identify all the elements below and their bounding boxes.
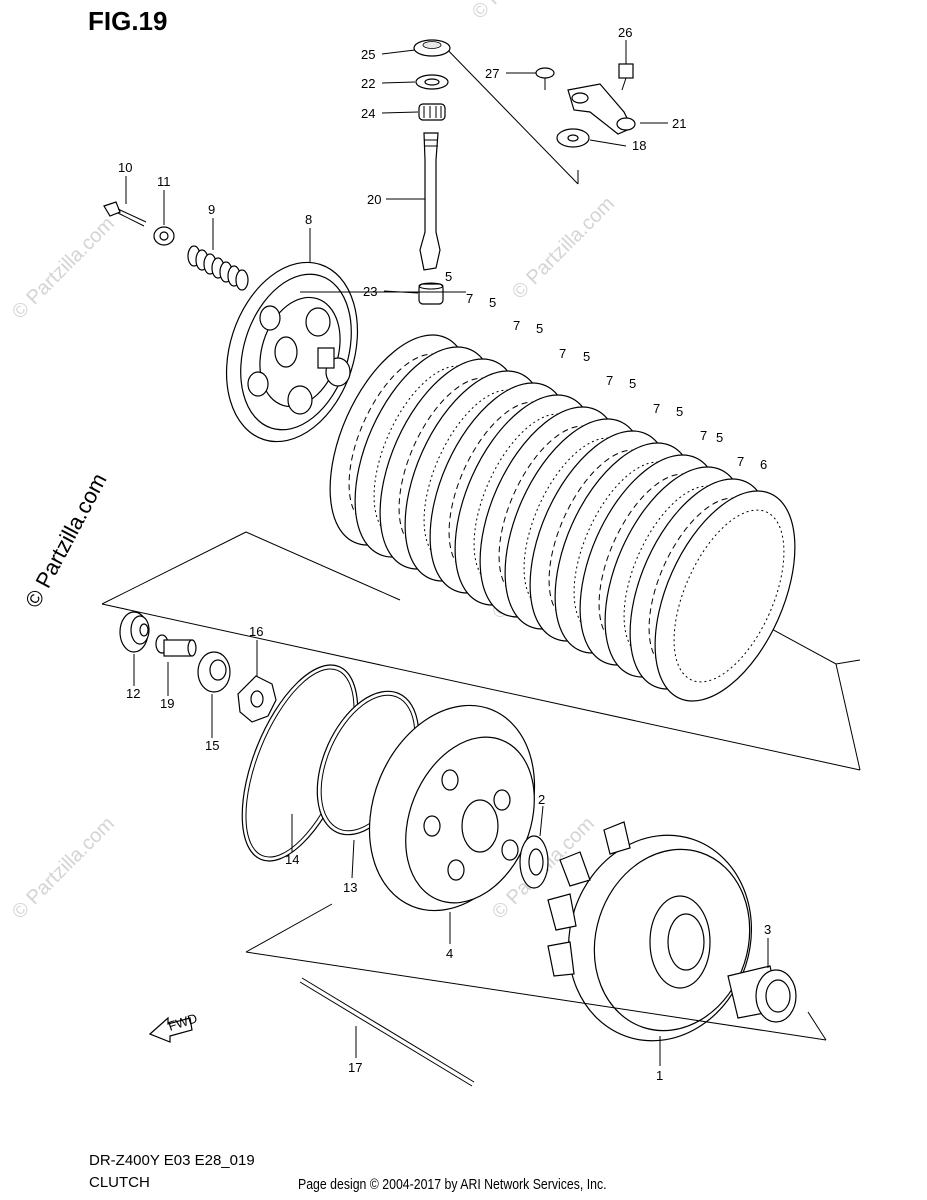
watermark-text: © Partzilla.com xyxy=(8,813,119,924)
callout-label: 7 xyxy=(606,373,613,388)
callout-label: 14 xyxy=(285,852,299,867)
callout-label: 5 xyxy=(676,404,683,419)
callout-label: 7 xyxy=(653,401,660,416)
callout-label: 5 xyxy=(489,295,496,310)
callout-label: 15 xyxy=(205,738,219,753)
callout-label: 20 xyxy=(367,192,381,207)
driven-plate xyxy=(654,490,796,702)
callout-label: 25 xyxy=(361,47,375,62)
callout-label: 11 xyxy=(157,174,171,189)
callout-label: 5 xyxy=(716,430,723,445)
callout-label: 24 xyxy=(361,106,375,121)
watermark-text: © Partzilla.com xyxy=(508,193,619,304)
plate-inner-edge xyxy=(673,509,785,683)
forward-arrow: FWD xyxy=(148,1010,199,1043)
callout-label: 5 xyxy=(536,321,543,336)
clutch-plate-stack xyxy=(101,291,861,771)
figure-title: FIG.19 xyxy=(88,6,168,36)
callout-label: 12 xyxy=(126,686,140,701)
callout-label: 10 xyxy=(118,160,132,175)
callout-label: 3 xyxy=(764,922,771,937)
callout-label: 7 xyxy=(700,428,707,443)
callout-label: 4 xyxy=(446,946,453,961)
callout-label: 18 xyxy=(632,138,646,153)
footer-credit: Page design © 2004-2017 by ARI Network S… xyxy=(298,1176,607,1193)
callout-label: 22 xyxy=(361,76,375,91)
pressure-plate-assembly xyxy=(103,201,359,443)
release-mechanism xyxy=(413,39,636,305)
callout-label: 7 xyxy=(737,454,744,469)
watermark-text: © Partzilla.com xyxy=(468,0,579,24)
callout-label: 13 xyxy=(343,880,357,895)
callout-label: 2 xyxy=(538,792,545,807)
watermark-text: © Partzilla.com xyxy=(8,213,119,324)
callout-label: 16 xyxy=(249,624,263,639)
callout-label: 21 xyxy=(672,116,686,131)
callout-label: 5 xyxy=(445,269,452,284)
callout-label: 7 xyxy=(466,291,473,306)
model-code: DR-Z400Y E03 E28_019 xyxy=(89,1152,255,1169)
callout-label: 6 xyxy=(760,457,767,472)
callout-label: 23 xyxy=(363,284,377,299)
callout-label: 5 xyxy=(629,376,636,391)
lower-small-parts xyxy=(119,611,827,1087)
callout-labels: 25 22 24 20 23 26 27 21 18 10 11 9 8 5 7… xyxy=(118,25,771,1083)
callout-label: 26 xyxy=(618,25,632,40)
section-name: CLUTCH xyxy=(89,1174,150,1191)
callout-label: 5 xyxy=(583,349,590,364)
callout-label: 17 xyxy=(348,1060,362,1075)
callout-leaders xyxy=(125,40,769,1066)
callout-label: 7 xyxy=(559,346,566,361)
callout-label: 27 xyxy=(485,66,499,81)
callout-label: 7 xyxy=(513,318,520,333)
callout-label: 19 xyxy=(160,696,174,711)
callout-label: 9 xyxy=(208,202,215,217)
callout-label: 8 xyxy=(305,212,312,227)
callout-label: 1 xyxy=(656,1068,663,1083)
